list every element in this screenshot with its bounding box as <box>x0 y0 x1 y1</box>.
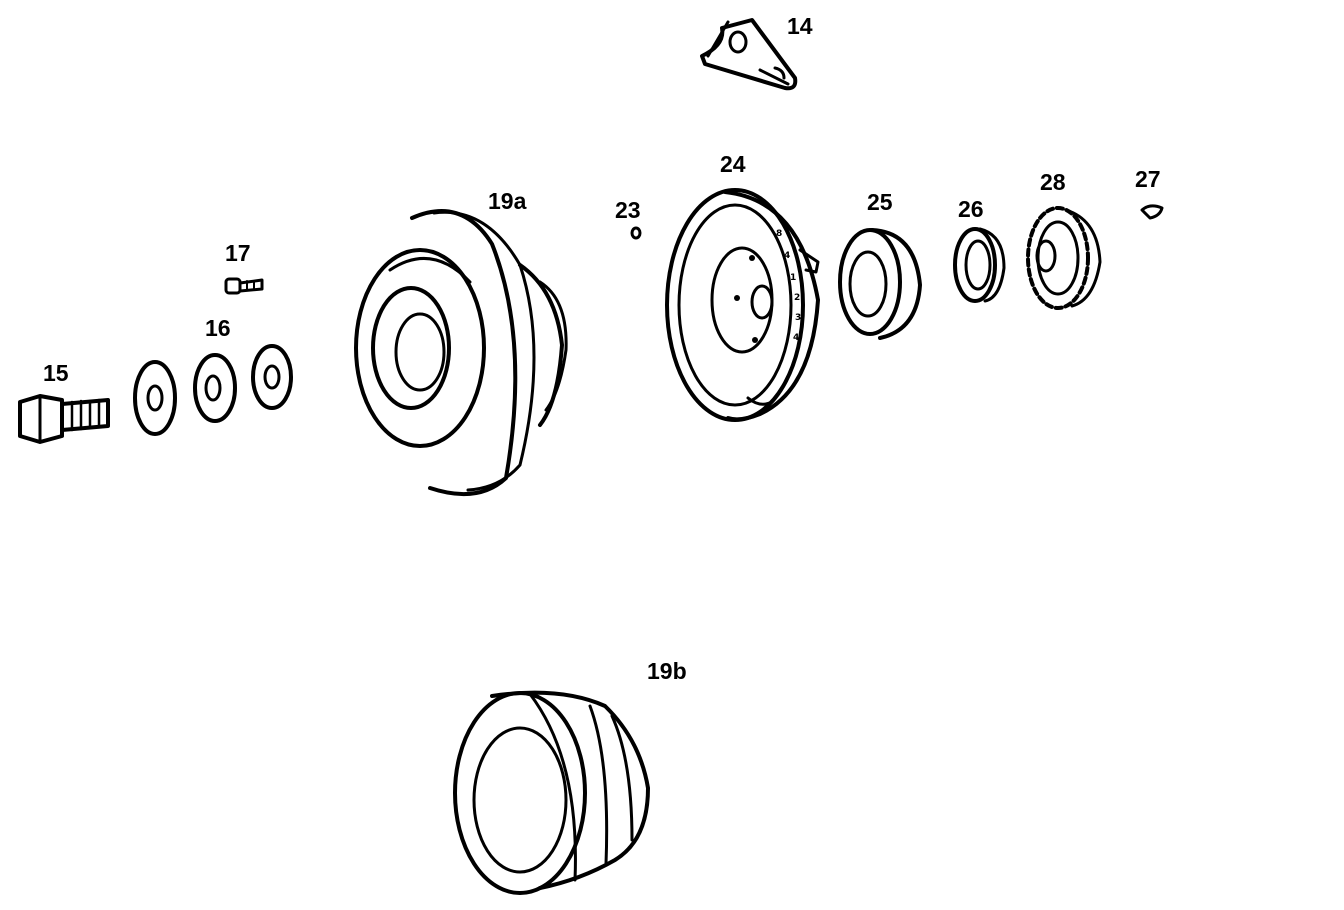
label-part-24: 24 <box>720 151 746 177</box>
part-25-bearing <box>838 228 922 340</box>
label-part-17: 17 <box>225 240 251 266</box>
timing-marks: 8 4 1 2 3 4 <box>776 229 801 343</box>
label-part-28: 28 <box>1040 169 1066 195</box>
label-part-16: 16 <box>205 315 231 341</box>
label-part-23: 23 <box>615 197 641 223</box>
part-27-key <box>1140 204 1164 220</box>
timing-mark: 3 <box>795 313 801 323</box>
label-part-19a: 19a <box>488 188 527 214</box>
timing-mark: 4 <box>784 251 790 261</box>
part-16-washer-c <box>251 344 293 410</box>
label-part-26: 26 <box>958 196 984 222</box>
part-28-sprocket <box>1026 206 1102 310</box>
part-16-washer-b <box>193 353 237 423</box>
part-24-timing-cover <box>665 188 820 422</box>
label-part-19b: 19b <box>647 658 687 684</box>
label-part-14: 14 <box>787 13 813 39</box>
part-15-bolt <box>18 394 110 444</box>
part-19b-pulley <box>453 690 650 895</box>
timing-mark: 1 <box>790 273 796 283</box>
part-26-ring <box>953 227 1006 303</box>
timing-mark: 2 <box>794 293 800 303</box>
timing-mark: 8 <box>776 229 782 239</box>
part-19a-pulley <box>354 209 568 497</box>
timing-mark: 4 <box>793 333 799 343</box>
label-part-25: 25 <box>867 189 893 215</box>
part-14-bracket <box>700 18 798 91</box>
part-23-pin <box>630 226 642 240</box>
part-16-washer-a <box>133 360 177 436</box>
part-17-small-bolt <box>224 277 264 295</box>
label-part-27: 27 <box>1135 166 1161 192</box>
label-part-15: 15 <box>43 360 69 386</box>
